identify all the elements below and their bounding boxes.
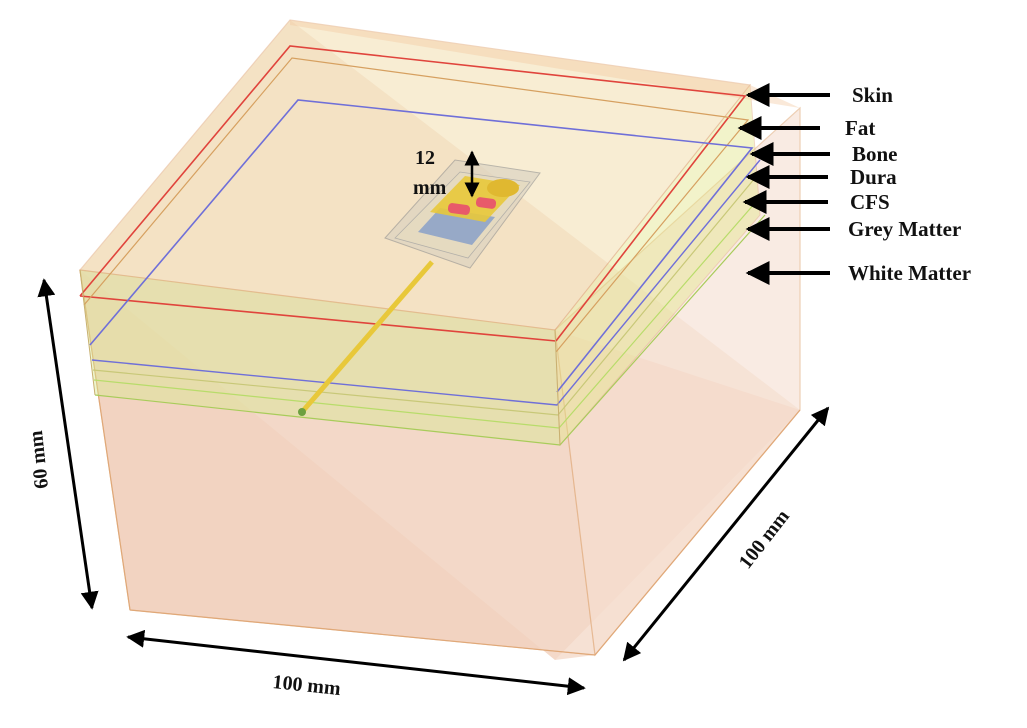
implant-lead-end [298, 408, 306, 416]
implant-patch-1 [447, 203, 471, 215]
implant-chip [487, 179, 519, 197]
fat-boundary [83, 57, 750, 353]
layer-label-bone: Bone [852, 142, 898, 166]
skin-boundary-front [79, 295, 557, 342]
height-label: 60 mm [25, 429, 53, 490]
bone-boundary [89, 99, 754, 393]
layer-label-grey-matter: Grey Matter [848, 217, 961, 241]
implant-patch-2 [475, 197, 497, 209]
dura-boundary [92, 171, 761, 416]
width-label: 100 mm [271, 671, 342, 700]
implant-lead [300, 260, 434, 414]
implant-antenna [298, 159, 541, 416]
skin-boundary [79, 45, 747, 342]
layer-label-fat: Fat [845, 116, 875, 140]
layer-label-cfs: CFS [850, 190, 890, 214]
implant-depth-annotation: 12 mm [413, 147, 480, 199]
implant-depth-unit: mm [413, 177, 447, 199]
layer-label-skin: Skin [852, 83, 893, 107]
height-arrow [37, 278, 99, 610]
depth-label: 100 mm [735, 505, 795, 573]
layer-label-dura: Dura [850, 165, 897, 189]
depth-arrow [622, 406, 830, 662]
bone-boundary-lower [91, 159, 761, 406]
layer-label-white-matter: White Matter [848, 261, 971, 285]
width-arrow [126, 629, 586, 696]
layer-annotations: Skin Fat Bone Dura CFS Grey Matter White… [737, 83, 971, 285]
layer-boundaries [79, 45, 766, 446]
white-matter-block [79, 20, 801, 660]
implant-depth-value: 12 [415, 147, 435, 169]
